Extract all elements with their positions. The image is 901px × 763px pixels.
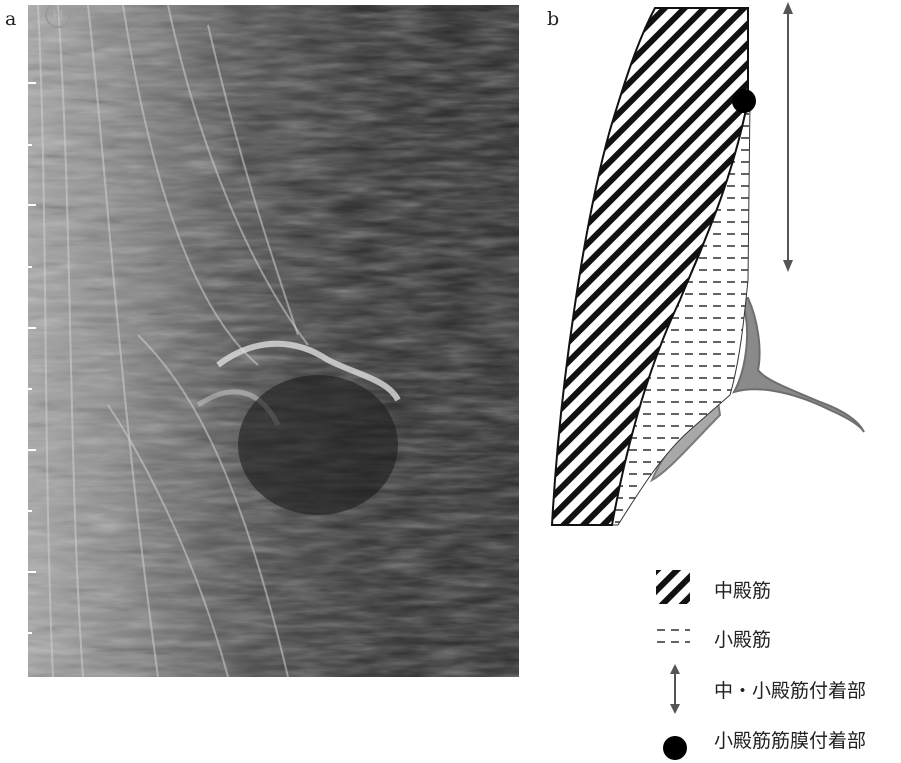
legend-label-gluteus-medius: 中殿筋 — [714, 580, 771, 602]
legend-label-gluteus-minimus: 小殿筋 — [714, 629, 771, 651]
panel-a-label: a — [5, 10, 16, 29]
schematic-diagram: 中殿筋 小殿筋 中・小殿筋付着部 小殿筋筋膜付着部 — [530, 0, 901, 763]
ultrasound-image: H — [28, 5, 519, 677]
legend-label-fascia-attachment: 小殿筋筋膜付着部 — [714, 730, 866, 752]
fascia-attachment-dot — [732, 89, 756, 113]
legend-label-attachment: 中・小殿筋付着部 — [714, 680, 866, 702]
legend-swatch-gluteus-medius — [656, 570, 690, 604]
legend-swatch-gluteus-minimus — [656, 625, 690, 651]
dark-region — [238, 375, 398, 515]
legend-dot-icon — [663, 736, 687, 760]
fascia-structure — [734, 298, 864, 432]
probe-marker-label: H — [52, 7, 63, 25]
attachment-range-arrow — [783, 2, 793, 272]
legend-arrow-icon — [670, 664, 680, 714]
legend: 中殿筋 小殿筋 中・小殿筋付着部 小殿筋筋膜付着部 — [656, 570, 866, 760]
